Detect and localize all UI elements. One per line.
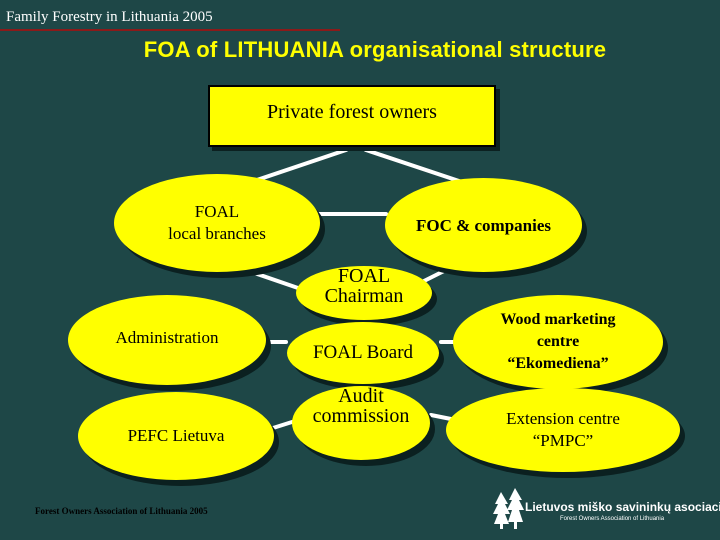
connector-pefc-audit	[271, 420, 294, 430]
foal-board-node: FOAL Board	[287, 322, 439, 384]
logo-main-text: Lietuvos miško savininkų asociacija	[525, 500, 720, 514]
wood-label-line3: “Ekomediena”	[507, 355, 609, 372]
foal-local-branches-node: FOAL local branches	[114, 174, 320, 272]
header-text: Family Forestry in Lithuania 2005	[6, 9, 213, 25]
pefc-label: PEFC Lietuva	[127, 426, 225, 445]
foal-chairman-node: FOAL Chairman	[296, 266, 432, 320]
page-title: FOA of LITHUANIA organisational structur…	[143, 37, 607, 62]
tree-logo-icon	[493, 488, 524, 529]
extension-centre-node: Extension centre “PMPC”	[446, 388, 680, 472]
wood-marketing-node: Wood marketing centre “Ekomediena”	[453, 295, 663, 389]
connector-owners-foc	[364, 148, 464, 184]
extension-label-line2: “PMPC”	[532, 431, 594, 450]
pefc-lietuva-node: PEFC Lietuva	[78, 392, 274, 480]
wood-label-line2: centre	[536, 333, 580, 350]
logo-sub-text: Forest Owners Association of Lithuania	[560, 516, 665, 522]
administration-label: Administration	[115, 328, 219, 347]
private-forest-owners-box: Private forest owners	[208, 85, 496, 147]
chairman-label-line1: FOAL	[337, 265, 391, 287]
administration-node: Administration	[68, 295, 266, 385]
wood-label-line1: Wood marketing	[500, 311, 616, 328]
audit-label-line1: Audit	[338, 385, 384, 407]
foc-companies-node: FOC & companies	[385, 178, 582, 272]
audit-label-line2: commission	[312, 405, 410, 427]
board-label: FOAL Board	[312, 342, 414, 363]
foal-local-label-line2: local branches	[168, 224, 266, 243]
connector-local-chairman	[238, 266, 300, 290]
chairman-label-line2: Chairman	[324, 285, 404, 307]
foal-local-label-line1: FOAL	[194, 202, 240, 221]
header-divider	[0, 29, 340, 31]
audit-commission-node: Audit commission	[292, 386, 430, 460]
foc-label: FOC & companies	[415, 216, 552, 235]
connector-audit-extension	[429, 413, 453, 421]
footer-text: Forest Owners Association of Lithuania 2…	[35, 506, 208, 516]
extension-label-line1: Extension centre	[506, 409, 620, 428]
